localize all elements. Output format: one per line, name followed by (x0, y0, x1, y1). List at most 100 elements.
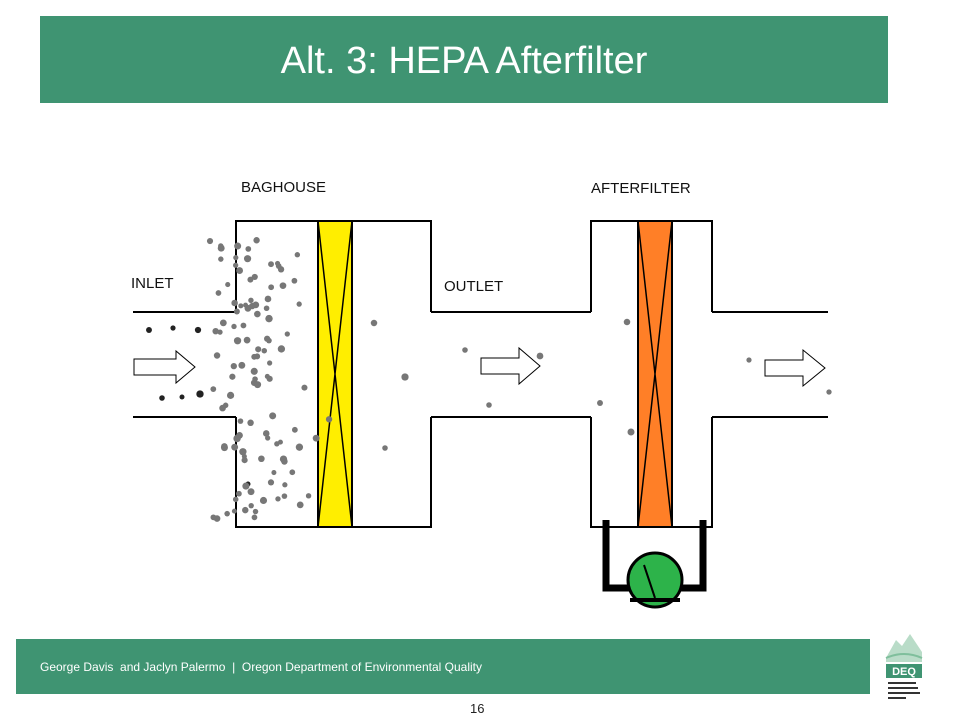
footer-text: George Davis and Jaclyn Palermo | Oregon… (40, 660, 482, 674)
particle (252, 301, 260, 309)
particle (243, 302, 249, 308)
particle (241, 457, 248, 464)
particle (250, 367, 258, 375)
inlet-arrow (133, 349, 196, 385)
particle (251, 273, 258, 281)
page-number: 16 (470, 701, 485, 716)
particle (264, 335, 271, 342)
particle (277, 345, 286, 353)
flow-arrow (480, 346, 541, 386)
particle (325, 416, 333, 423)
particle (401, 373, 409, 381)
particle (233, 308, 240, 315)
particle (238, 361, 246, 369)
particle (231, 508, 237, 514)
particle (242, 506, 249, 514)
particle (597, 400, 603, 406)
particle (312, 434, 320, 442)
particle (234, 242, 242, 250)
particle (230, 363, 237, 370)
particle (240, 322, 247, 329)
particle (247, 419, 254, 427)
particle (252, 376, 258, 382)
gauge-needle (643, 564, 656, 599)
particle (268, 284, 275, 291)
particle (254, 381, 262, 389)
exit-arrow (764, 348, 826, 388)
particle (291, 277, 298, 284)
particle (259, 496, 268, 505)
particle (486, 402, 492, 408)
particle (289, 469, 296, 476)
particle (146, 327, 152, 333)
particle (196, 390, 204, 398)
particle (248, 502, 254, 509)
particle (170, 325, 176, 331)
particle (219, 319, 227, 327)
particle (267, 360, 273, 366)
particle (236, 267, 244, 274)
particle (247, 276, 254, 283)
particle (284, 331, 290, 337)
particle (222, 402, 229, 409)
particle (627, 428, 635, 436)
particle (238, 303, 244, 309)
outlet-label: OUTLET (444, 278, 503, 295)
particle (194, 326, 202, 334)
particle (210, 386, 217, 393)
particle (243, 255, 252, 263)
particle (265, 435, 271, 441)
particle (229, 373, 236, 380)
particle (268, 261, 274, 268)
particle (274, 260, 281, 266)
particle (265, 314, 273, 323)
particle (239, 448, 247, 456)
particle (267, 479, 275, 486)
title-banner: Alt. 3: HEPA Afterfilter (40, 16, 888, 103)
particle (274, 441, 280, 447)
afterfilter-label: AFTERFILTER (591, 180, 691, 197)
pressure-gauge (602, 520, 707, 609)
logo-abbr: DEQ (892, 666, 916, 678)
particle (218, 256, 224, 262)
particle (251, 514, 258, 521)
particle (233, 337, 242, 345)
particle (232, 496, 239, 503)
particle (242, 482, 250, 490)
particle (279, 282, 287, 290)
particle (301, 384, 308, 391)
slide-title: Alt. 3: HEPA Afterfilter (280, 40, 648, 82)
particle (536, 352, 544, 360)
inlet-label: INLET (131, 275, 174, 292)
particle (236, 490, 242, 497)
particle (261, 347, 268, 354)
particle (217, 244, 225, 252)
particle (254, 310, 261, 318)
particle (226, 391, 235, 399)
particle (305, 493, 312, 499)
hepa-afterfilter (637, 220, 673, 528)
particle (206, 237, 214, 245)
particle (253, 237, 260, 244)
particle (179, 394, 185, 400)
particle (251, 353, 258, 360)
particle (370, 319, 378, 327)
particle (264, 295, 272, 303)
particle (224, 510, 230, 517)
particle (217, 329, 223, 335)
particle (462, 347, 468, 353)
particle (255, 346, 262, 353)
particle (252, 508, 259, 515)
particle (225, 282, 231, 288)
particle (746, 357, 752, 363)
particle (237, 418, 244, 424)
particle (159, 395, 165, 401)
baghouse-label: BAGHOUSE (241, 179, 326, 196)
particle (266, 375, 273, 382)
particle (262, 430, 270, 437)
particle (231, 299, 238, 307)
particle (213, 515, 221, 522)
particle (382, 445, 388, 451)
particle (231, 323, 237, 330)
